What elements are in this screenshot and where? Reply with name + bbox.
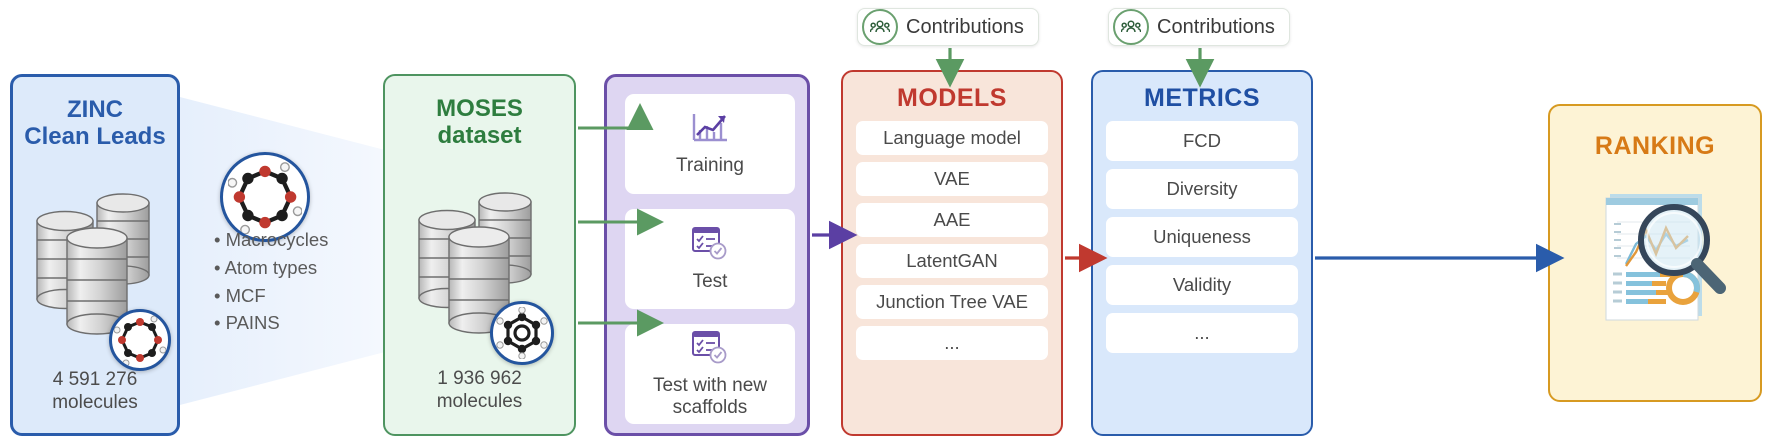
macrocycle-molecule-icon	[228, 162, 302, 234]
list-item[interactable]: Language model	[856, 121, 1048, 155]
contributions-badge-models[interactable]: Contributions	[857, 8, 1039, 46]
people-icon	[862, 9, 898, 45]
contributions-badge-metrics[interactable]: Contributions	[1108, 8, 1290, 46]
ranking-title: RANKING	[1594, 132, 1716, 160]
list-item: • Macrocycles	[214, 229, 329, 250]
list-item[interactable]: LatentGAN	[856, 244, 1048, 278]
zinc-title: ZINC Clean Leads	[13, 96, 177, 151]
list-item[interactable]: ...	[856, 326, 1048, 360]
filter-funnel-shape	[176, 96, 392, 406]
report-magnifier-icon	[1605, 194, 1726, 321]
list-item[interactable]: FCD	[1106, 121, 1298, 161]
moses-panel: MOSES dataset	[383, 74, 576, 436]
zinc-panel: ZINC Clean Leads	[10, 74, 180, 436]
split-card-test-new-scaffolds[interactable]: Test with new scaffolds	[625, 324, 795, 424]
contributions-label: Contributions	[1157, 15, 1275, 38]
bar-chart-icon	[690, 111, 730, 151]
ranking-panel: RANKING	[1548, 104, 1762, 402]
zinc-title-line1: ZINC	[67, 96, 123, 123]
database-stack-icon	[418, 192, 532, 334]
list-item[interactable]: Validity	[1106, 265, 1298, 305]
split-card-training[interactable]: Training	[625, 94, 795, 194]
list-item[interactable]: Junction Tree VAE	[856, 285, 1048, 319]
zinc-molecule-count: 4 591 276 molecules	[13, 369, 177, 415]
split-card-label: Training	[676, 155, 744, 176]
molecule-bubble-large	[220, 152, 310, 242]
split-card-label-line1: Test with new	[652, 375, 768, 397]
list-item: • PAINS	[214, 312, 280, 334]
benzene-molecule-icon	[496, 307, 548, 359]
list-item: • MCF	[214, 284, 266, 306]
checklist-icon	[690, 329, 730, 371]
list-item[interactable]: VAE	[856, 162, 1048, 196]
metrics-list: FCD Diversity Uniqueness Validity ...	[1093, 121, 1311, 353]
moses-count-unit: molecules	[436, 391, 523, 413]
split-card-test[interactable]: Test	[625, 209, 795, 309]
people-icon	[1113, 9, 1149, 45]
models-panel: MODELS Language model VAE AAE LatentGAN …	[841, 70, 1063, 436]
molecule-bubble-small	[109, 309, 171, 371]
zinc-title-line2: Clean Leads	[24, 122, 166, 150]
moses-title-line2: dataset	[437, 121, 522, 149]
molecule-bubble-small	[490, 301, 554, 365]
list-item[interactable]: AAE	[856, 203, 1048, 237]
macrocycle-molecule-icon	[114, 315, 166, 366]
moses-molecule-count: 1 936 962 molecules	[385, 368, 574, 414]
list-item[interactable]: ...	[1106, 313, 1298, 353]
metrics-panel: METRICS FCD Diversity Uniqueness Validit…	[1091, 70, 1313, 436]
models-list: Language model VAE AAE LatentGAN Junctio…	[843, 121, 1061, 360]
list-item[interactable]: Uniqueness	[1106, 217, 1298, 257]
checklist-icon	[690, 225, 730, 267]
database-stack-icon	[36, 193, 150, 335]
split-card-label-line2: scaffolds	[672, 396, 748, 418]
list-item: • Atom types	[214, 256, 318, 278]
split-card-label: Test	[692, 271, 728, 292]
zinc-count-unit: molecules	[52, 392, 138, 414]
dataset-splits-panel: Training Test	[604, 74, 810, 436]
models-title: MODELS	[897, 84, 1007, 112]
zinc-count-number: 4 591 276	[52, 369, 138, 391]
moses-title-line1: MOSES	[436, 95, 523, 122]
contributions-label: Contributions	[906, 15, 1024, 38]
moses-title: MOSES dataset	[385, 95, 574, 150]
list-item[interactable]: Diversity	[1106, 169, 1298, 209]
metrics-title: METRICS	[1144, 84, 1260, 112]
moses-count-number: 1 936 962	[437, 368, 522, 390]
filter-criteria-list: • Macrocycles • Atom types • MCF • PAINS	[214, 226, 384, 337]
